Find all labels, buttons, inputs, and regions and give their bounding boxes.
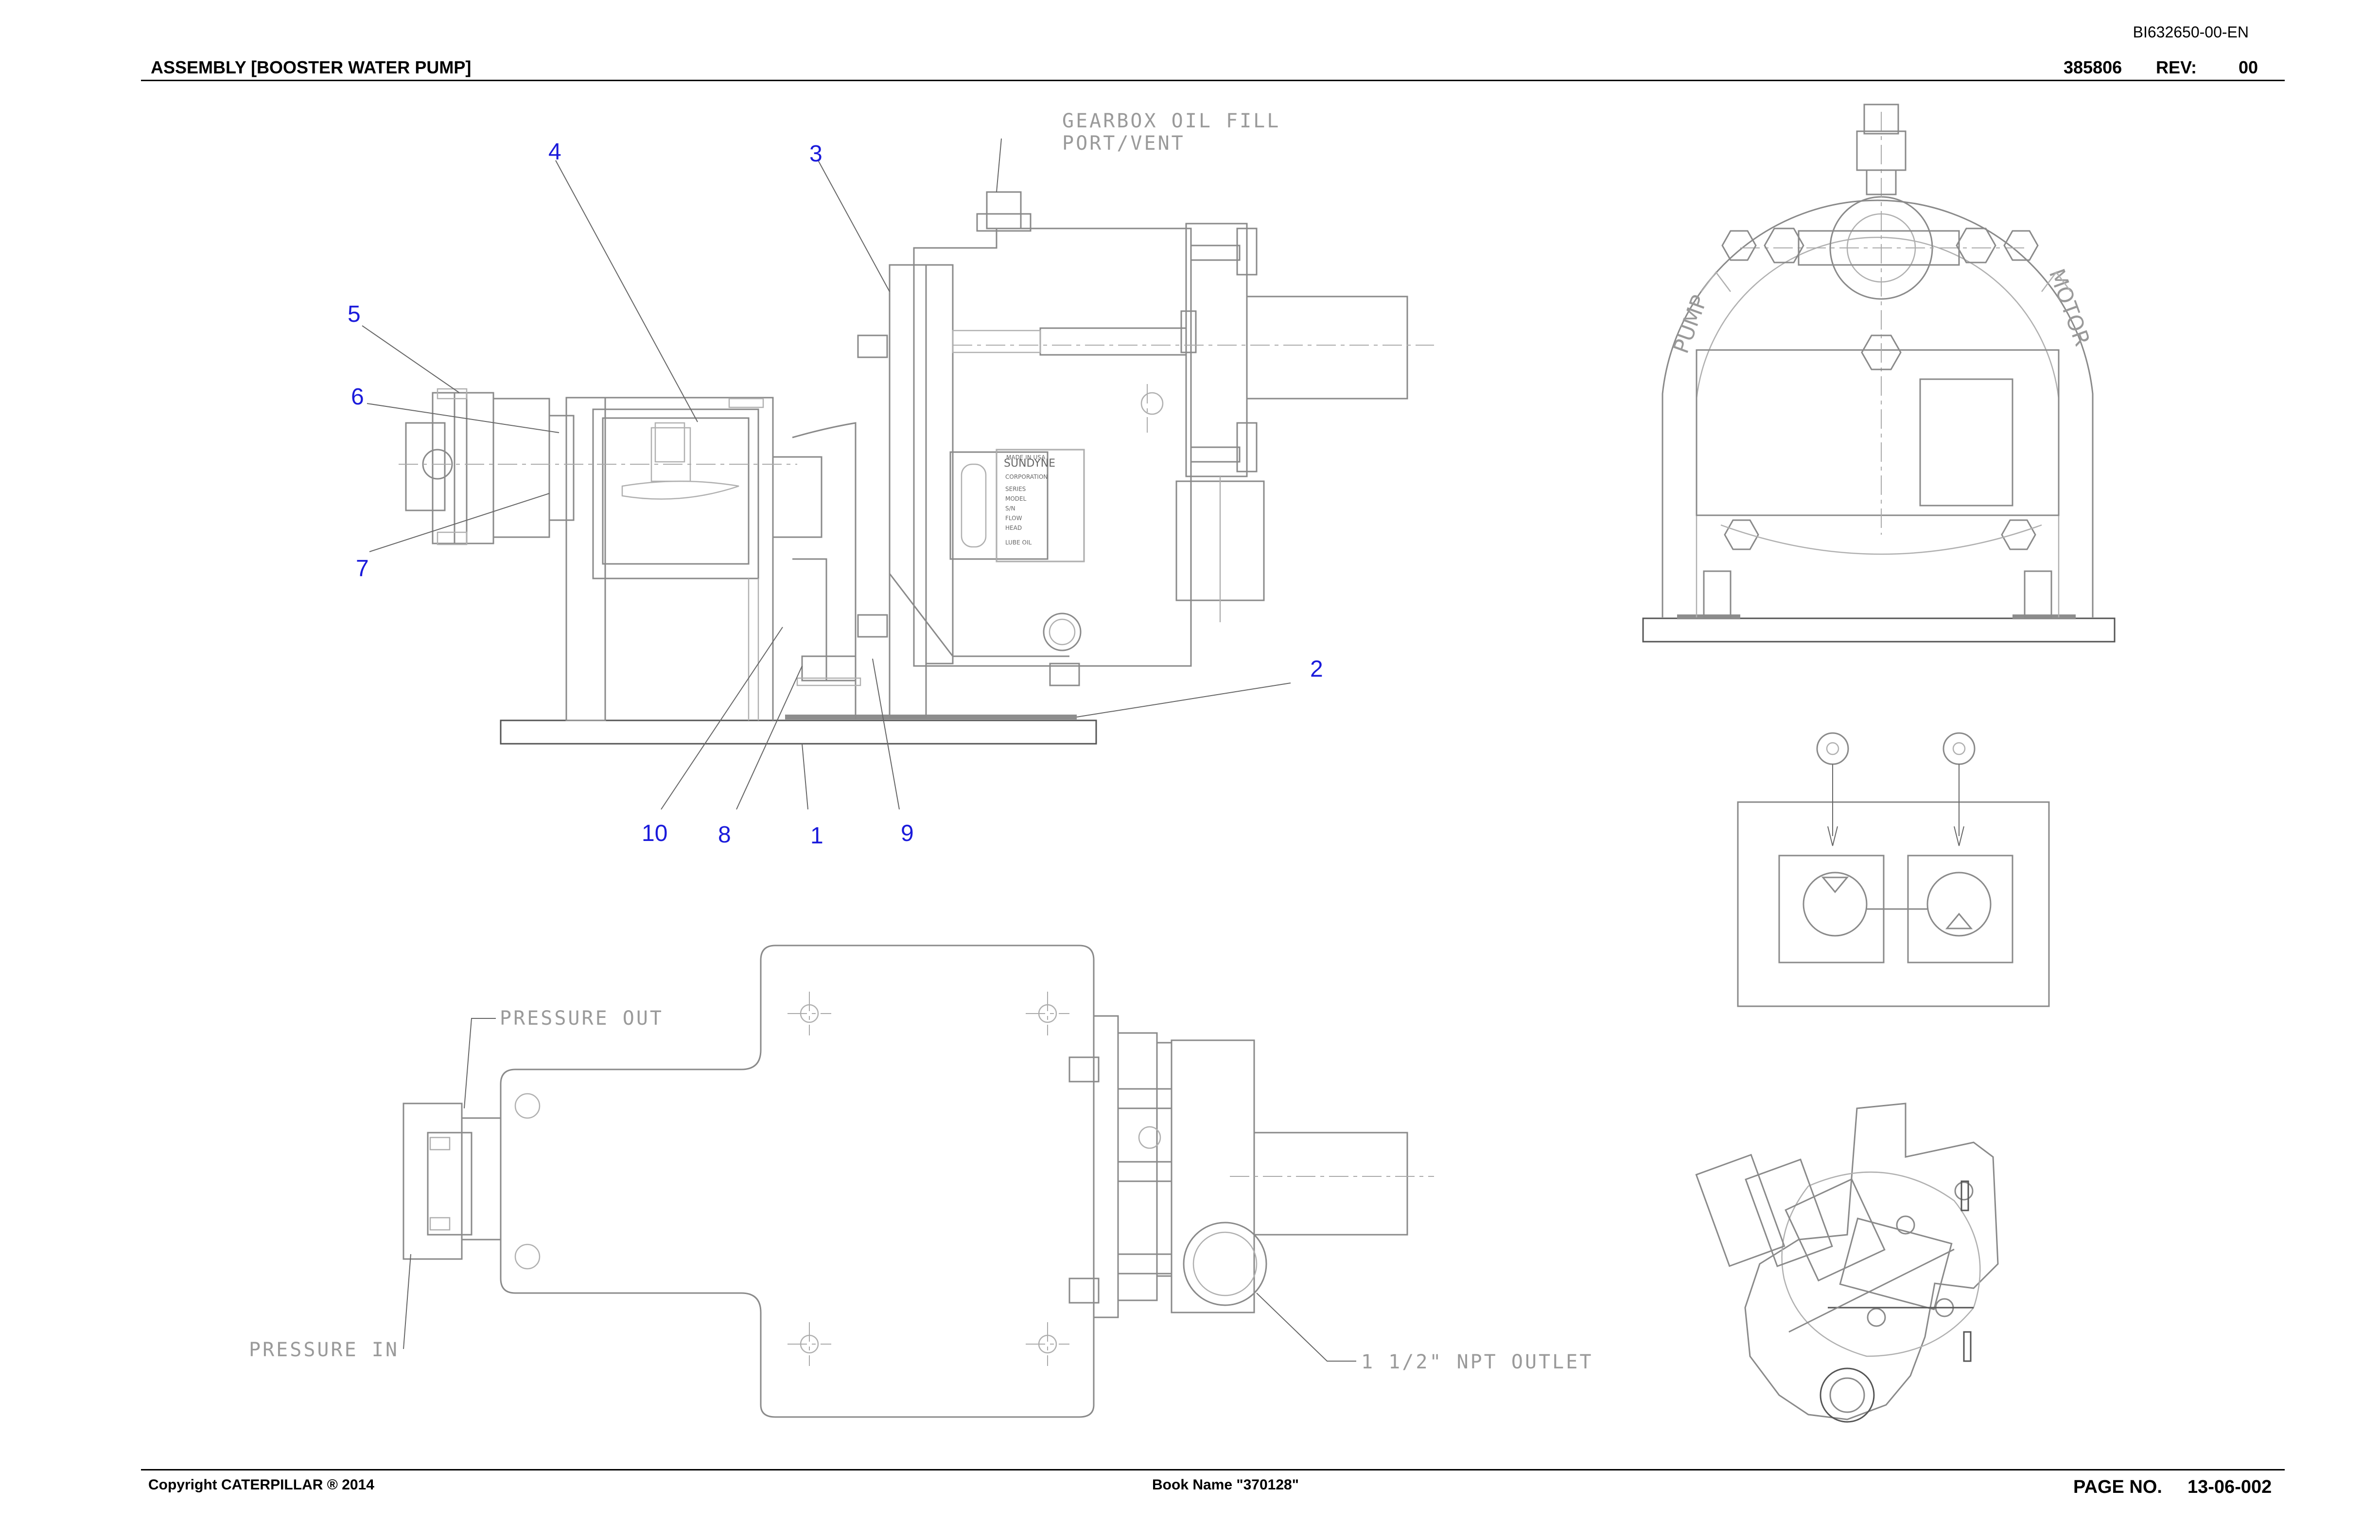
- note-gearbox-oil-fill: GEARBOX OIL FILL: [1062, 110, 1280, 132]
- svg-text:FLOW: FLOW: [1005, 515, 1022, 522]
- revision-value: 00: [2239, 57, 2258, 77]
- part-number: 385806: [2064, 57, 2122, 77]
- svg-text:SERIES: SERIES: [1005, 486, 1026, 492]
- revision-label: REV:: [2156, 57, 2197, 77]
- svg-text:SUNDYNE: SUNDYNE: [1004, 457, 1055, 470]
- isometric-view: [1695, 1102, 1999, 1423]
- callout-1: 1: [810, 823, 823, 849]
- page-number: 13-06-002: [2188, 1477, 2272, 1497]
- callout-5: 5: [348, 301, 361, 327]
- end-view: PUMP MOTOR: [1642, 104, 2116, 643]
- note-npt-outlet: 1 1/2" NPT OUTLET: [1361, 1351, 1593, 1373]
- callout-8: 8: [718, 822, 731, 848]
- svg-text:MADE IN USA: MADE IN USA: [1006, 454, 1046, 461]
- svg-text:LUBE OIL: LUBE OIL: [1005, 539, 1032, 546]
- callout-6: 6: [351, 384, 364, 410]
- svg-text:CORPORATION: CORPORATION: [1005, 473, 1048, 480]
- drawing-notes: GEARBOX OIL FILL PORT/VENT PRESSURE OUT …: [249, 110, 1593, 1373]
- page-title: ASSEMBLY [BOOSTER WATER PUMP]: [151, 57, 472, 77]
- plan-view: [402, 945, 1434, 1418]
- svg-text:MODEL: MODEL: [1005, 495, 1027, 502]
- copyright: Copyright CATERPILLAR ® 2014: [148, 1477, 374, 1493]
- leader-lines: [362, 138, 1356, 1362]
- note-pressure-out: PRESSURE OUT: [500, 1007, 664, 1030]
- book-name: Book Name "370128": [1152, 1477, 1299, 1493]
- callout-3: 3: [809, 141, 822, 167]
- svg-text:HEAD: HEAD: [1005, 525, 1022, 531]
- callout-10: 10: [642, 821, 667, 846]
- callout-2: 2: [1310, 656, 1323, 682]
- callout-9: 9: [901, 821, 914, 846]
- svg-text:PUMP: PUMP: [1668, 292, 1712, 357]
- document-id: BI632650-00-EN: [2133, 23, 2249, 41]
- callouts: 4 3 5 6 7 2 10 8 1 9: [348, 139, 1323, 849]
- note-pressure-in: PRESSURE IN: [249, 1339, 399, 1361]
- callout-7: 7: [356, 556, 369, 581]
- header-rule: [141, 80, 2285, 81]
- callout-4: 4: [548, 139, 561, 165]
- page-number-label: PAGE NO.: [2073, 1477, 2162, 1497]
- footer-rule: [141, 1469, 2285, 1470]
- side-elevation-view: MADE IN USA SUNDYNE CORPORATION SERIES M…: [399, 191, 1434, 745]
- svg-text:S/N: S/N: [1005, 505, 1015, 512]
- hydraulic-schematic: [1737, 732, 2050, 1007]
- nameplate: MADE IN USA SUNDYNE CORPORATION SERIES M…: [996, 449, 1085, 562]
- note-port-vent: PORT/VENT: [1062, 132, 1185, 155]
